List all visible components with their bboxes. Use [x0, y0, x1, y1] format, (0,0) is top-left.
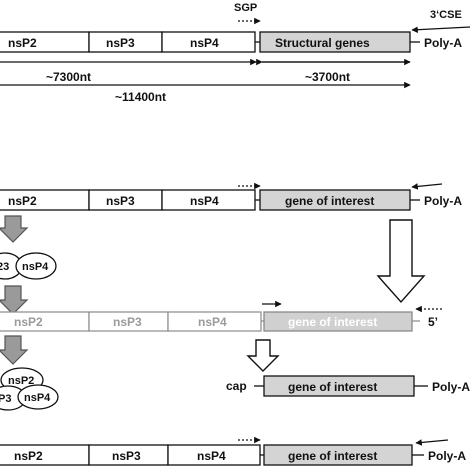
total-length-label: ~11400nt — [115, 90, 166, 104]
structural-length-label: ~3700nt — [305, 70, 350, 84]
progeny-goi-label: gene of interest — [288, 449, 377, 463]
cse-arrow — [411, 26, 471, 33]
subgenomic-goi-label: gene of interest — [288, 380, 377, 394]
cluster-nsp2-label: nsP2 — [8, 375, 34, 387]
nonstructural-length-label: ~7300nt — [46, 70, 91, 84]
progeny-replicon-row: nsP2 nsP3 nsP4 gene of interest Poly-A — [0, 436, 466, 466]
translation-down-arrow — [0, 215, 29, 243]
replicon-nsp2-label: nsP2 — [8, 194, 37, 208]
genome-nsp2-label: nsP2 — [8, 36, 37, 50]
negative-nsp4-label: nsP4 — [198, 315, 227, 329]
replicon-cse-arrow — [411, 183, 443, 190]
genome-nsp3-label: nsP3 — [106, 36, 135, 50]
genome-row: SGP 3‘CSE nsP2 nsP3 nsP4 Structural gene… — [0, 2, 471, 104]
genome-structural-label: Structural genes — [275, 36, 370, 50]
progeny-cse-arrow — [415, 439, 449, 446]
cluster-p3-label: P3 — [0, 393, 11, 405]
negative-5prime-label: 5’ — [428, 315, 438, 329]
sgp-label: SGP — [234, 2, 257, 14]
negative-strand-row: nsP2 nsP3 nsP4 gene of interest 5’ — [0, 300, 442, 332]
cse-label: 3‘CSE — [430, 9, 462, 21]
complex-down-arrow-2 — [0, 335, 29, 365]
replication-down-arrow — [376, 219, 426, 304]
subgenomic-down-arrow — [246, 339, 280, 372]
replicon-goi-label: gene of interest — [285, 194, 374, 208]
replicon-nsp4-label: nsP4 — [190, 194, 219, 208]
progeny-nsp2-label: nsP2 — [14, 449, 43, 463]
replicon-row: nsP2 nsP3 nsP4 gene of interest Poly-A — [0, 182, 462, 211]
progeny-polya-label: Poly-A — [428, 449, 466, 463]
negative-nsp3-label: nsP3 — [113, 315, 142, 329]
genome-polya-label: Poly-A — [424, 36, 462, 50]
complex-down-arrow-1 — [0, 285, 29, 315]
replicon-polya-label: Poly-A — [424, 194, 462, 208]
complex-nsp4-ellipse — [15, 252, 57, 280]
subgenomic-polya-label: Poly-A — [432, 380, 470, 394]
negative-goi-label: gene of interest — [288, 315, 377, 329]
cluster-nsp4-label: nsP4 — [24, 392, 51, 404]
complex-nsp4-label: nsP4 — [22, 261, 49, 273]
progeny-nsp3-label: nsP3 — [112, 449, 141, 463]
negative-nsp2-label: nsP2 — [14, 315, 43, 329]
subgenomic-row: cap gene of interest Poly-A — [226, 375, 470, 397]
progeny-nsp4-label: nsP4 — [197, 449, 226, 463]
replicon-nsp3-label: nsP3 — [106, 194, 135, 208]
complex-23-label: 23 — [0, 261, 9, 273]
genome-nsp4-label: nsP4 — [190, 36, 219, 50]
subgenomic-cap-label: cap — [226, 379, 247, 393]
cluster-nsp4-ellipse — [17, 384, 59, 410]
